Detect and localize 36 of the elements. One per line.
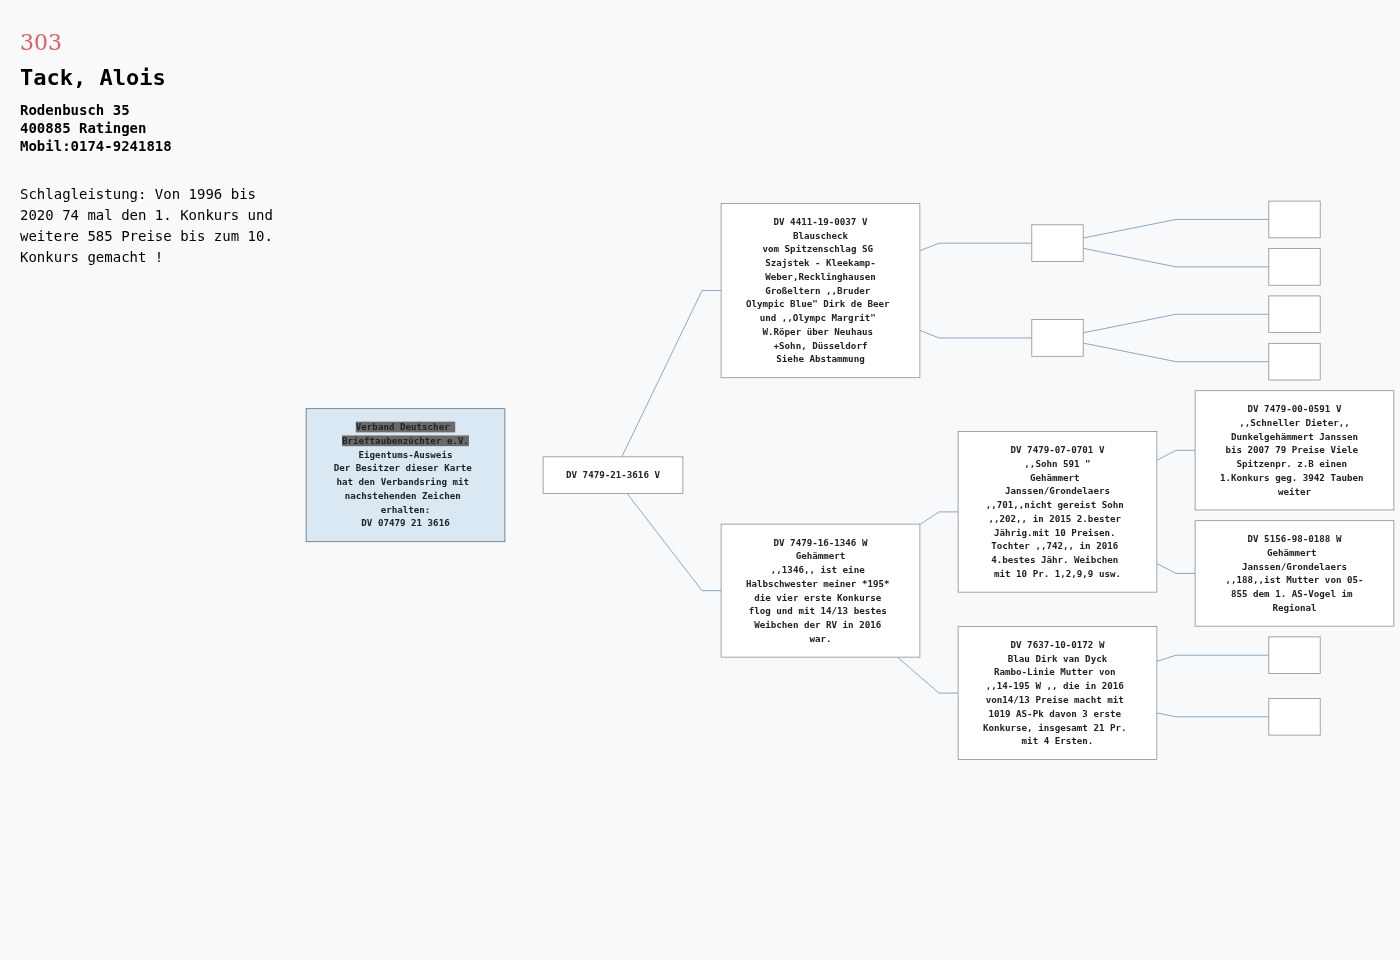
connector (1082, 342, 1270, 362)
connector (919, 242, 1033, 251)
address-line: Rodenbusch 35 (20, 102, 131, 118)
connector (1156, 712, 1270, 717)
handwritten-number: 303 (20, 30, 62, 55)
connector (621, 289, 722, 457)
node-box (1268, 200, 1321, 238)
node-box (1268, 295, 1321, 333)
node-box (1268, 247, 1321, 286)
connector (919, 329, 1033, 338)
node-box: DV 7637-10-0172 W Blau Dirk van Dyck Rambo-Linie Mutter von ,,14-195 W ,, die in 2016 von14/13 Preise macht mit 1019 AS-Pk davon 3 erste Konkurse, insgesamt 21 Pr. mit 4 Ersten. (957, 625, 1158, 760)
performance-note: Schlagleistung: Von 1996 bis 2020 74 mal den 1. Konkurs und weitere 585 Preise bis zum 10. Konkurs gemacht ! (20, 185, 274, 267)
node-box: DV 7479-21-3616 V (542, 456, 684, 494)
node-box: Verband Deutscher Brieftaubenzüchter e.V. Eigentums-Ausweis Der Besitzer dieser Karte hat den Verbandsring mit nachstehenden Zeichen erhalten: DV 07479 21 3616 (305, 407, 506, 542)
node-box: DV 4411-19-0037 V Blauscheck vom Spitzenschlag SG Szajstek - Kleekamp-Weber,Recklinghausen Großeltern ,,Bruder Olympic Blue" Dirk de Beer und ,,Olympc Margrit" W.Röper über Neuhaus +Sohn, Düsseldorf Siehe Abstammung (720, 202, 921, 378)
connector (626, 492, 722, 591)
node-box: DV 5156-98-0188 W Gehämmert Janssen/Grondelaers ,,188,,ist Mutter von 05-855 dem 1. AS-Vogel im Regional (1194, 519, 1395, 627)
node-box (1031, 224, 1084, 262)
connector (1082, 218, 1270, 239)
connector (1156, 562, 1196, 574)
phone-number: Mobil:0174-9241818 (20, 138, 173, 154)
node-box (1268, 636, 1321, 674)
node-box (1268, 342, 1321, 381)
connector (919, 511, 959, 525)
connector (1082, 247, 1270, 267)
connector (1156, 654, 1270, 662)
node-box: DV 7479-00-0591 V ,,Schneller Dieter,, Dunkelgehämmert Janssen bis 2007 79 Preise Viele Spitzenpr. z.B einen 1.Konkurs geg. 3942 Tauben weiter (1194, 389, 1395, 510)
connector (897, 656, 959, 694)
breeder-name: Tack, Alois (20, 65, 167, 90)
connector (1082, 313, 1270, 333)
node-box: DV 7479-07-0701 V ,,Sohn 591 " Gehämmert Janssen/Grondelaers ,,701,,nicht gereist Sohn ,,202,, in 2015 2.bester Jährig.mit 10 Preisen. Tochter ,,742,, in 2016 4.bestes Jähr. Weibchen mit 10 Pr. 1,2,9,9 usw. (957, 430, 1158, 593)
connector (1156, 449, 1196, 461)
node-box (1268, 697, 1321, 736)
node-box: DV 7479-16-1346 W Gehämmert ,,1346,, ist eine Halbschwester meiner *195* die vier erste Konkurse flog und mit 14/13 bestes Weibchen der RV in 2016 war. (720, 523, 921, 658)
address-line: 400885 Ratingen (20, 120, 148, 136)
node-box (1031, 318, 1084, 357)
